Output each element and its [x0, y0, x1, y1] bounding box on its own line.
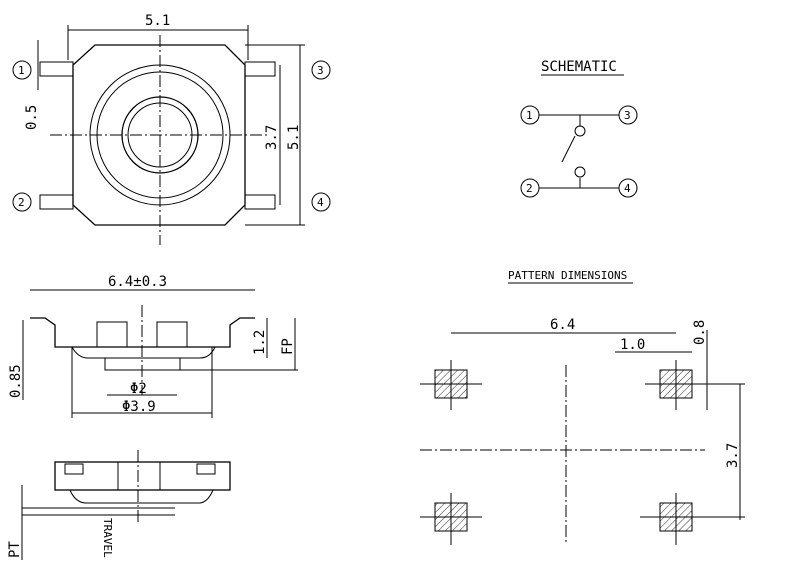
schematic: SCHEMATIC 1 3 2 4	[520, 59, 638, 198]
top-height-dim: 5.1	[286, 125, 302, 150]
side-height-dim: 1.2	[252, 330, 268, 355]
bottom-view: PT TRAVEL	[7, 450, 231, 560]
side-view: 6.4±0.3 Φ2 Φ3.9 0.85 1.2 FP	[8, 274, 298, 418]
schematic-pin-2: 2	[526, 182, 533, 195]
schematic-pin-3: 3	[624, 109, 631, 122]
base-height-dim: 0.85	[8, 364, 24, 398]
pin-label-3: 3	[317, 64, 324, 77]
pin-width-dim: 0.5	[24, 105, 40, 130]
schematic-pin-1: 1	[526, 109, 533, 122]
pad-width-dim: 1.0	[620, 337, 645, 353]
pattern-title: PATTERN DIMENSIONS	[508, 269, 627, 282]
pad-height-dim: 0.8	[692, 320, 708, 345]
schematic-title: SCHEMATIC	[541, 59, 617, 75]
top-inner-dim: 3.7	[264, 125, 280, 150]
pattern-height-dim: 3.7	[725, 443, 741, 468]
pin-label-4: 4	[317, 196, 324, 209]
schematic-pin-4: 4	[624, 182, 631, 195]
pattern-width-dim: 6.4	[550, 317, 575, 333]
pt-label: PT	[7, 541, 23, 558]
pin-label-1: 1	[18, 64, 25, 77]
top-width-dim: 5.1	[145, 13, 170, 29]
pattern-dimensions: PATTERN DIMENSIONS 6.4 1.0 0.8 3.7	[420, 269, 745, 545]
top-view: 5.1 5.1 3.7 0.5 1 2 3 4	[12, 13, 331, 245]
travel-label: TRAVEL	[101, 518, 114, 558]
pin-label-2: 2	[18, 196, 25, 209]
fp-label: FP	[280, 338, 296, 355]
phi2-dim: Φ2	[130, 381, 147, 397]
side-width-dim: 6.4±0.3	[108, 274, 167, 290]
phi39-dim: Φ3.9	[122, 399, 156, 415]
